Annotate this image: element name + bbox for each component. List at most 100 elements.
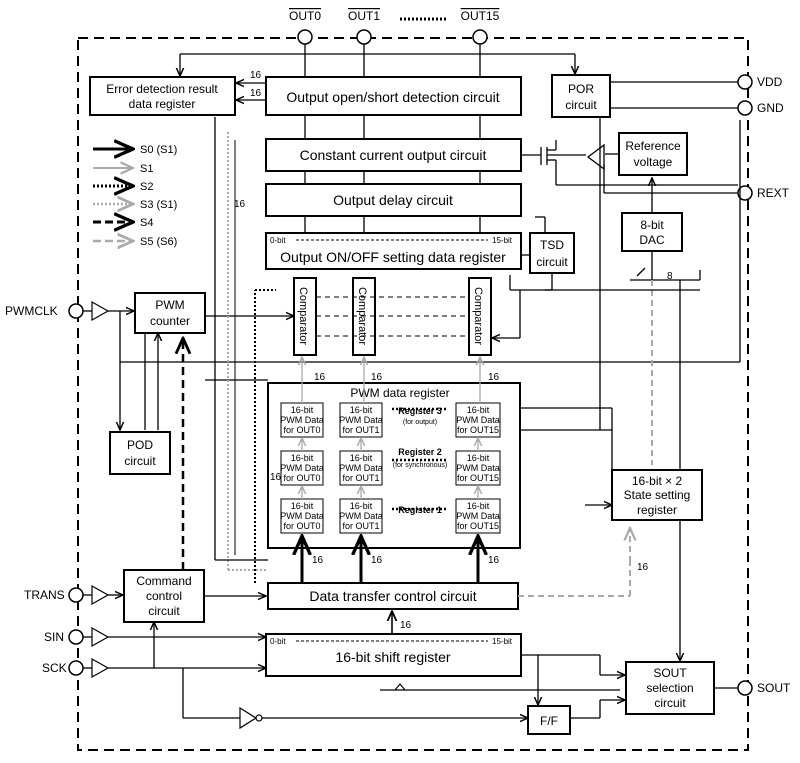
por-circuit: POR circuit bbox=[551, 74, 611, 118]
svg-text:Output ON/OFF setting data reg: Output ON/OFF setting data register bbox=[280, 249, 506, 265]
svg-text:0-bit: 0-bit bbox=[270, 236, 286, 245]
svg-text:15-bit: 15-bit bbox=[492, 236, 513, 245]
comparator-out15: Comparator bbox=[468, 277, 492, 356]
svg-text:SOUT: SOUT bbox=[757, 681, 791, 695]
svg-text:OUT0: OUT0 bbox=[289, 9, 321, 23]
svg-text:POD: POD bbox=[127, 438, 153, 452]
legend: S0 (S1) S1 S2 S3 (S1) S4 S5 (S6) bbox=[93, 144, 177, 248]
svg-text:circuit: circuit bbox=[124, 454, 156, 468]
sout-selection-circuit: SOUT selection circuit bbox=[625, 661, 715, 715]
pwm-cell-r3-out0: 16-bit PWM Data for OUT0 bbox=[280, 402, 324, 438]
chip-outline bbox=[77, 37, 749, 751]
dac-8bit: 8-bit DAC bbox=[621, 212, 683, 252]
svg-text:register: register bbox=[637, 503, 677, 517]
svg-text:for OUT1: for OUT1 bbox=[342, 473, 379, 483]
svg-text:16: 16 bbox=[314, 372, 326, 383]
svg-text:Error detection result: Error detection result bbox=[106, 82, 218, 96]
svg-text:(for synchronous): (for synchronous) bbox=[393, 462, 447, 469]
current-source-transistor bbox=[521, 140, 605, 185]
svg-text:S4: S4 bbox=[140, 217, 153, 229]
svg-text:16: 16 bbox=[234, 199, 246, 210]
command-control-circuit: Command control circuit bbox=[123, 569, 205, 623]
svg-text:16: 16 bbox=[488, 555, 500, 566]
pwm-cell-r1-out0: 16-bit PWM Data for OUT0 bbox=[280, 498, 324, 534]
comparator-dashes bbox=[316, 296, 469, 337]
svg-text:for OUT15: for OUT15 bbox=[457, 473, 499, 483]
svg-text:for OUT15: for OUT15 bbox=[457, 521, 499, 531]
svg-text:counter: counter bbox=[150, 314, 190, 328]
pwm-cell-r1-out1: 16-bit PWM Data for OUT1 bbox=[339, 498, 383, 534]
svg-text:PWM Data: PWM Data bbox=[280, 463, 324, 473]
svg-text:for OUT15: for OUT15 bbox=[457, 425, 499, 435]
legend-s1: S1 bbox=[93, 163, 153, 175]
pin-sck: SCK bbox=[42, 657, 266, 679]
open-short-detection-circuit: Output open/short detection circuit bbox=[265, 76, 522, 116]
svg-text:SIN: SIN bbox=[44, 630, 64, 644]
svg-text:8-bit: 8-bit bbox=[640, 218, 664, 232]
svg-text:SOUT: SOUT bbox=[653, 666, 687, 680]
svg-text:16: 16 bbox=[250, 88, 262, 99]
svg-text:selection: selection bbox=[646, 681, 693, 695]
svg-text:S1: S1 bbox=[140, 163, 153, 175]
svg-text:for OUT0: for OUT0 bbox=[283, 473, 320, 483]
pin-out15: OUT15 bbox=[461, 9, 500, 45]
svg-text:15-bit: 15-bit bbox=[492, 637, 513, 646]
svg-text:State setting: State setting bbox=[624, 488, 691, 502]
error-detection-register: Error detection result data register bbox=[89, 76, 236, 116]
svg-text:16: 16 bbox=[250, 70, 262, 81]
svg-text:POR: POR bbox=[568, 82, 594, 96]
svg-text:16: 16 bbox=[637, 562, 649, 573]
svg-text:16-bit: 16-bit bbox=[350, 501, 373, 511]
svg-text:0-bit: 0-bit bbox=[270, 637, 286, 646]
svg-text:16-bit shift register: 16-bit shift register bbox=[335, 649, 450, 665]
svg-text:Reference: Reference bbox=[625, 139, 681, 153]
svg-text:16: 16 bbox=[371, 372, 383, 383]
register3-row: 16-bit PWM Data for OUT0 16-bit PWM Data… bbox=[280, 402, 501, 438]
svg-text:data register: data register bbox=[129, 97, 196, 111]
svg-text:control: control bbox=[146, 589, 182, 603]
svg-text:PWM Data: PWM Data bbox=[456, 463, 500, 473]
pod-circuit: POD circuit bbox=[109, 431, 171, 475]
svg-text:8: 8 bbox=[667, 271, 673, 282]
svg-text:circuit: circuit bbox=[536, 255, 568, 269]
svg-text:for OUT0: for OUT0 bbox=[283, 521, 320, 531]
pin-vdd: VDD bbox=[610, 74, 783, 90]
svg-text:16-bit: 16-bit bbox=[291, 405, 314, 415]
svg-text:PWM Data: PWM Data bbox=[456, 511, 500, 521]
pin-sout: SOUT bbox=[714, 680, 791, 696]
svg-text:F/F: F/F bbox=[540, 714, 558, 728]
svg-text:Comparator: Comparator bbox=[472, 287, 484, 345]
svg-text:circuit: circuit bbox=[654, 696, 686, 710]
svg-text:PWM data register: PWM data register bbox=[350, 386, 449, 400]
svg-text:PWM Data: PWM Data bbox=[280, 511, 324, 521]
output-delay-circuit: Output delay circuit bbox=[265, 183, 522, 217]
svg-text:16: 16 bbox=[270, 472, 282, 483]
transfer-buses bbox=[302, 536, 478, 582]
output-onoff-register: 0-bit 15-bit Output ON/OFF setting data … bbox=[265, 232, 522, 270]
svg-text:16-bit: 16-bit bbox=[467, 453, 490, 463]
svg-text:16-bit: 16-bit bbox=[291, 501, 314, 511]
svg-text:Register 2: Register 2 bbox=[398, 447, 442, 457]
svg-text:S5 (S6): S5 (S6) bbox=[140, 236, 177, 248]
svg-text:PWM: PWM bbox=[155, 298, 184, 312]
state-setting-register: 16-bit × 2 State setting register bbox=[611, 469, 703, 521]
svg-text:16: 16 bbox=[400, 620, 412, 631]
svg-text:for OUT0: for OUT0 bbox=[283, 425, 320, 435]
svg-text:PWM Data: PWM Data bbox=[280, 415, 324, 425]
svg-text:16: 16 bbox=[371, 555, 383, 566]
pwm-counter: PWM counter bbox=[134, 292, 206, 334]
svg-text:Register 3: Register 3 bbox=[398, 406, 442, 416]
svg-text:Comparator: Comparator bbox=[297, 287, 309, 345]
svg-text:PWM Data: PWM Data bbox=[339, 415, 383, 425]
svg-text:DAC: DAC bbox=[639, 233, 665, 247]
svg-text:Output delay circuit: Output delay circuit bbox=[333, 192, 453, 208]
svg-text:PWM Data: PWM Data bbox=[339, 511, 383, 521]
legend-s3: S3 (S1) bbox=[93, 199, 177, 211]
flip-flop: F/F bbox=[527, 705, 571, 735]
pin-sin: SIN bbox=[44, 626, 266, 648]
svg-text:16-bit: 16-bit bbox=[350, 453, 373, 463]
svg-text:16: 16 bbox=[312, 555, 324, 566]
grey-register-links bbox=[302, 357, 480, 499]
pwm-cell-r2-out0: 16-bit PWM Data for OUT0 bbox=[280, 450, 324, 486]
